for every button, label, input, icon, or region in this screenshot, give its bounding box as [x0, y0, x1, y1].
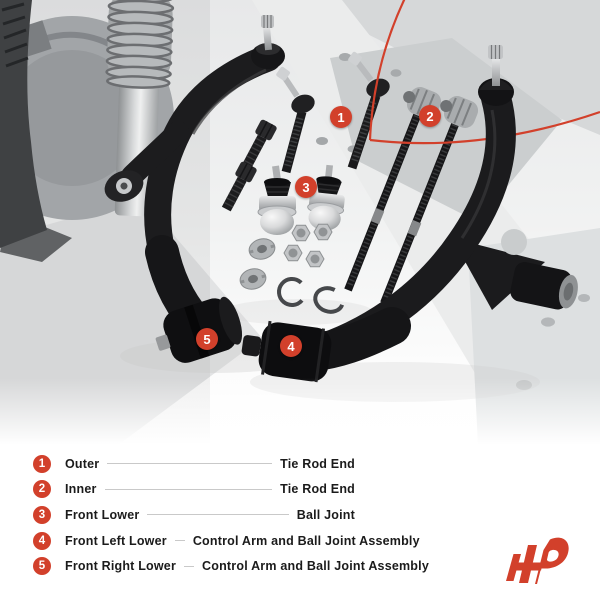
legend-part: Tie Rod End	[280, 456, 355, 471]
washer	[248, 238, 276, 260]
leader-line	[104, 488, 273, 490]
bolt	[241, 119, 277, 170]
legend-badge: 2	[33, 480, 51, 499]
logo-a-crossbar	[511, 562, 543, 571]
marker-number: 5	[203, 331, 211, 347]
leader-line	[184, 565, 195, 567]
legend-badge: 5	[33, 557, 51, 576]
legend-row: 5 Front Right Lower Control Arm and Ball…	[33, 553, 429, 579]
part-marker-1: 1	[330, 106, 352, 128]
photo-bottom-fade	[0, 378, 600, 445]
control-arm-fork-bushing	[104, 170, 144, 202]
nuts	[283, 223, 333, 268]
legend-location: Outer	[65, 456, 100, 471]
callout-lines	[368, 0, 600, 145]
logo-p	[535, 537, 569, 584]
legend-badge: 1	[33, 454, 51, 473]
outer-tie-rod-end	[276, 66, 315, 174]
product-photo	[0, 0, 600, 445]
legend-location: Front Right Lower	[65, 559, 177, 574]
marker-number: 1	[337, 109, 345, 125]
legend-location: Front Lower	[65, 507, 140, 522]
part-marker-2: 2	[419, 105, 441, 127]
washer	[239, 268, 267, 290]
legend-part: Ball Joint	[296, 507, 355, 522]
marker-number: 2	[426, 108, 434, 124]
legend-row: 3 Front Lower Ball Joint	[33, 502, 355, 528]
marker-number: 3	[302, 179, 310, 195]
bolt	[221, 161, 257, 212]
legend-location: Inner	[65, 482, 97, 497]
part-marker-5: 5	[196, 328, 218, 350]
legend-location: Front Left Lower	[65, 533, 167, 548]
part-marker-3: 3	[295, 176, 317, 198]
legend-part: Tie Rod End	[280, 482, 355, 497]
parts-legend: 1 Outer Tie Rod End 2 Inner Tie Rod End …	[33, 451, 429, 579]
inner-tie-rod-end	[380, 96, 479, 305]
legend-part: Control Arm and Ball Joint Assembly	[192, 533, 420, 548]
tire	[0, 0, 47, 248]
part-marker-4: 4	[280, 335, 302, 357]
legend-row: 1 Outer Tie Rod End	[33, 451, 355, 477]
ball-joint	[257, 165, 297, 235]
ball-joint-stud-splines	[261, 15, 274, 28]
leader-line	[147, 514, 289, 516]
legend-part: Control Arm and Ball Joint Assembly	[202, 559, 429, 574]
marker-number: 4	[287, 338, 295, 354]
legend-badge: 3	[33, 505, 51, 524]
leader-line	[107, 463, 273, 465]
legend-row: 2 Inner Tie Rod End	[33, 477, 355, 503]
control-arm-front-left-lower	[241, 45, 578, 383]
brand-ap-logo	[506, 537, 569, 584]
ball-joint-stud-splines	[488, 45, 503, 59]
control-arm-rear-bushing	[510, 262, 578, 310]
snap-ring	[277, 277, 345, 314]
legend-row: 4 Front Left Lower Control Arm and Ball …	[33, 528, 420, 554]
ball-joint	[307, 164, 345, 231]
legend-badge: 4	[33, 531, 51, 550]
leader-line	[174, 540, 185, 542]
